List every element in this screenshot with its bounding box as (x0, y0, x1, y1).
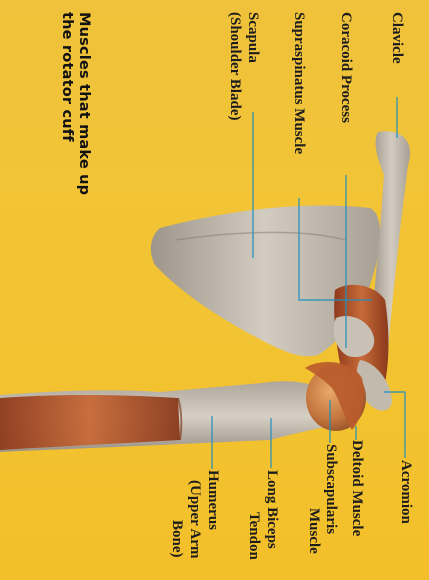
label-biceps-tendon: Tendon (245, 512, 261, 560)
label-humerus-bone: Bone) (168, 520, 184, 558)
label-clavicle: Clavicle (388, 12, 404, 64)
label-acromion: Acromion (397, 460, 413, 524)
diagram-title-line2: the rotator cuff (59, 12, 74, 142)
label-scapula-subtitle: (Shoulder Blade) (226, 12, 242, 121)
label-coracoid-process: Coracoid Process (337, 12, 353, 123)
label-deltoid-muscle: Deltoid Muscle (348, 440, 364, 536)
label-subscapularis: Subscapularis (322, 444, 338, 534)
label-humerus: Humerus (204, 470, 220, 530)
diagram-title-line1: Muscles that make up (76, 12, 91, 195)
label-humerus-subtitle: (Upper Arm (186, 480, 202, 558)
label-long-biceps: Long Biceps (263, 470, 279, 549)
label-subscapularis-muscle: Muscle (305, 508, 321, 554)
label-scapula: Scapula (244, 12, 260, 63)
label-supraspinatus-muscle: Supraspinatus Muscle (290, 12, 306, 154)
